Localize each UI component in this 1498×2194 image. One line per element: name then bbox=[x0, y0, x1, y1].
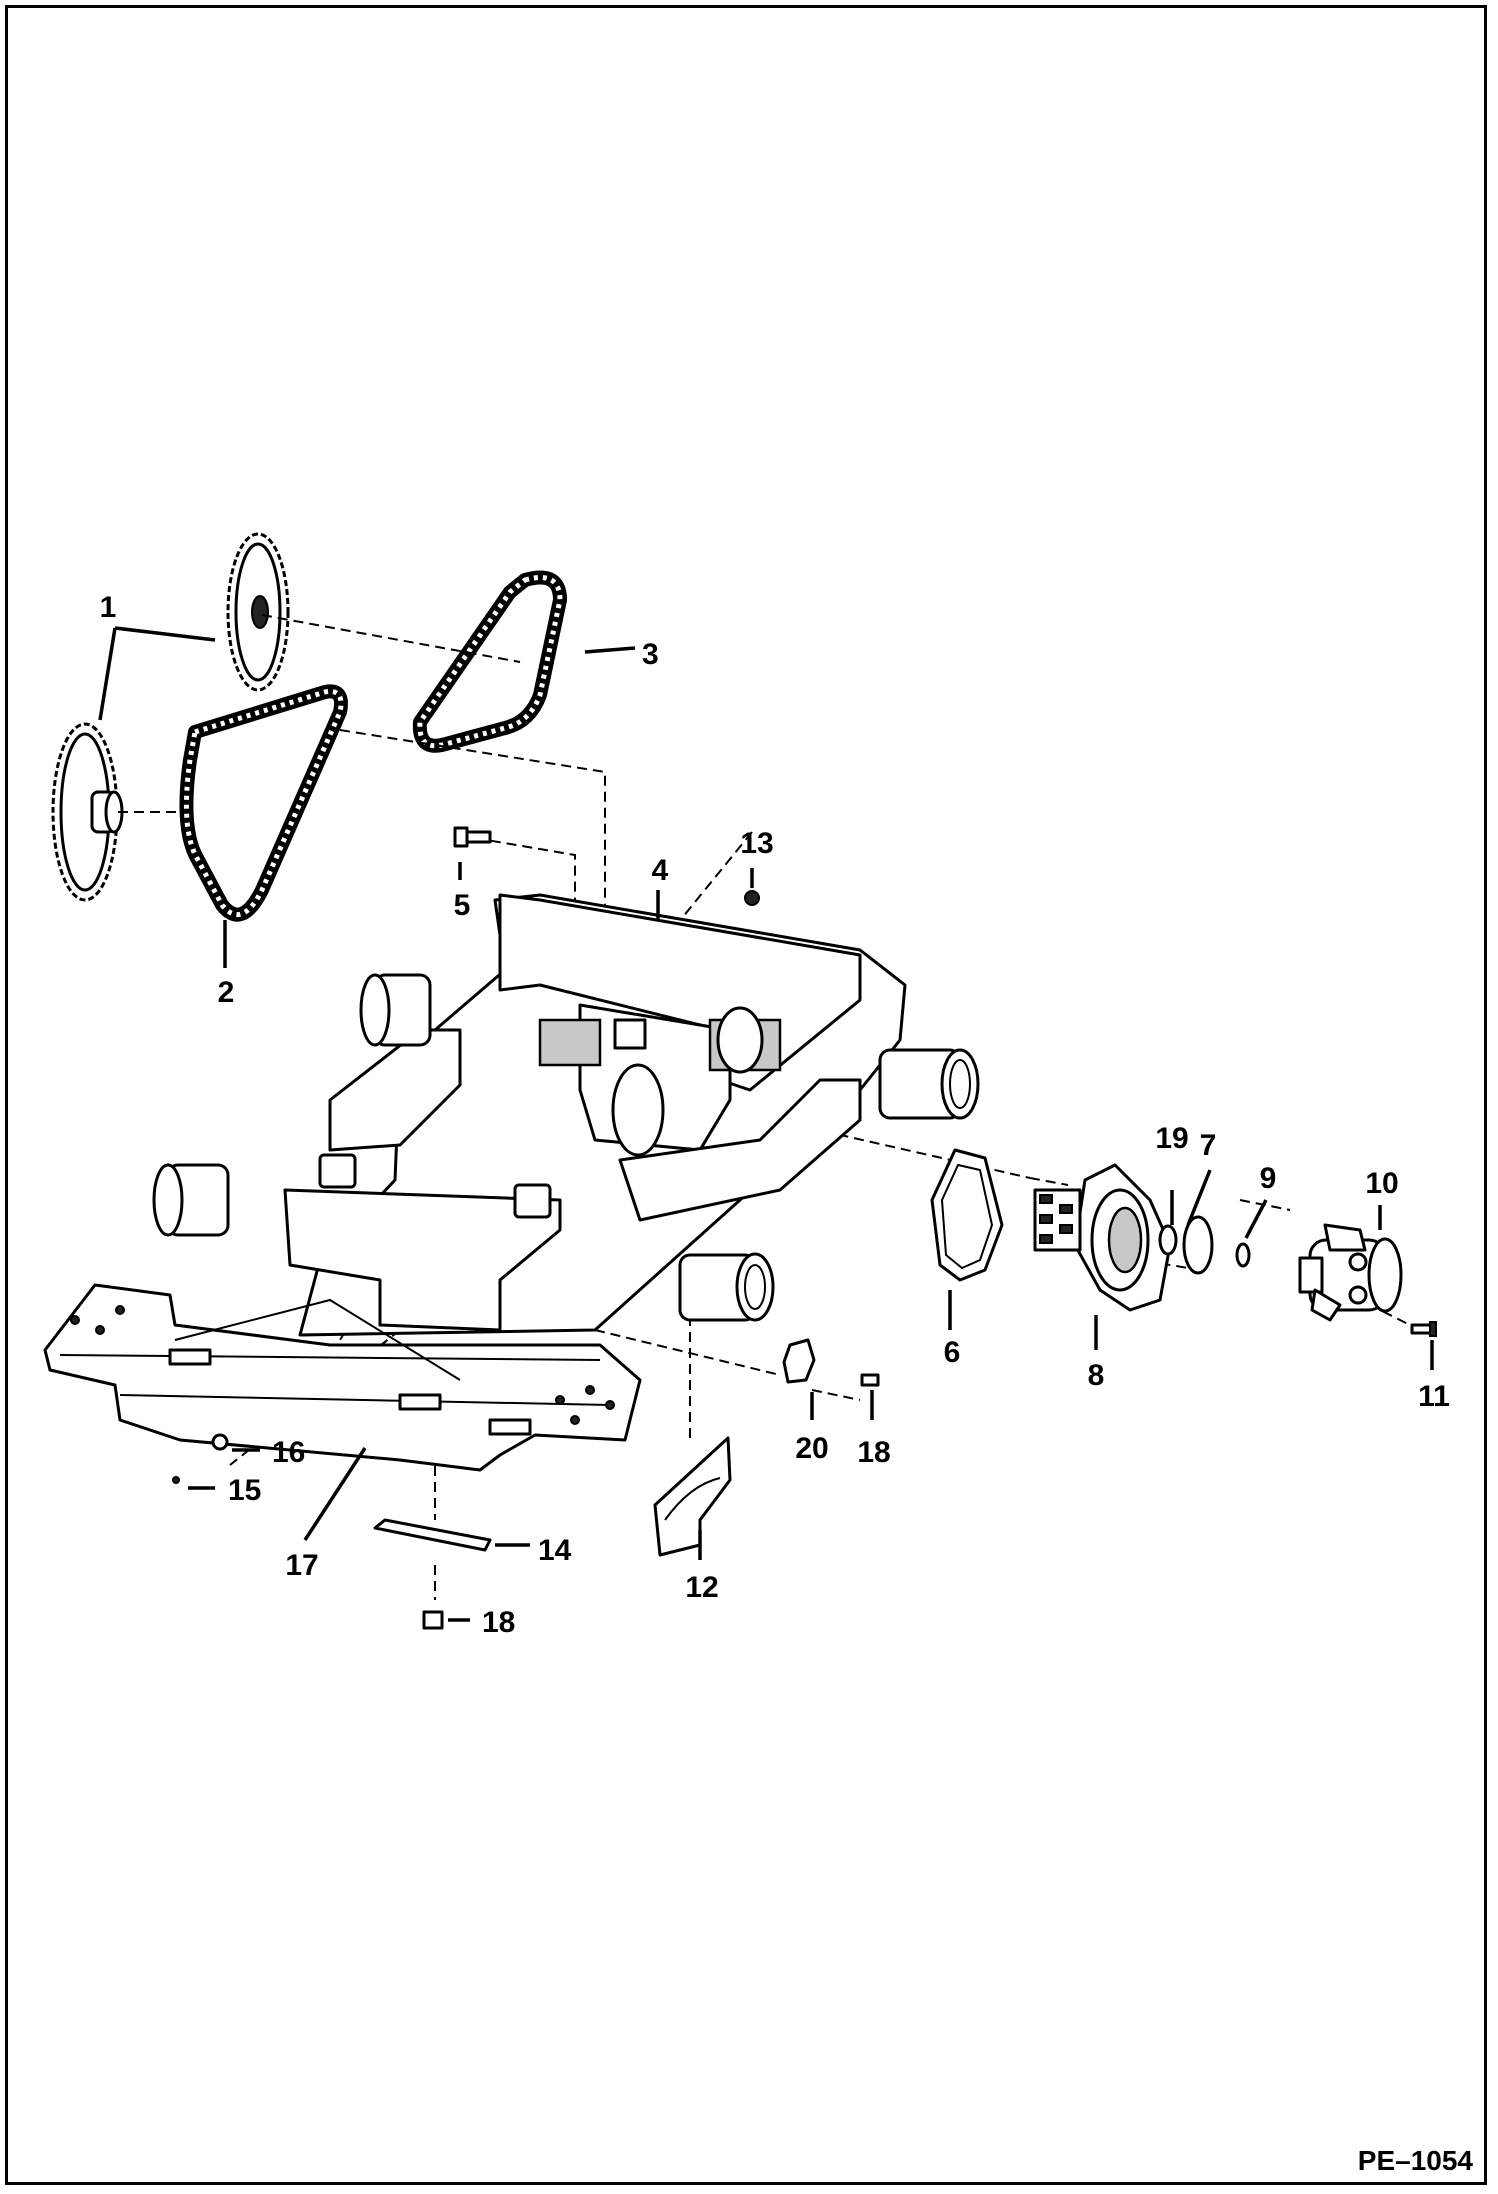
callout-13: 13 bbox=[740, 827, 773, 860]
callout-4: 4 bbox=[652, 854, 669, 887]
callout-9: 9 bbox=[1260, 1162, 1277, 1195]
callout-12: 12 bbox=[685, 1571, 718, 1604]
plate-14 bbox=[373, 1518, 492, 1552]
nut-13 bbox=[744, 890, 760, 906]
chain-upper bbox=[412, 570, 567, 753]
callout-3: 3 bbox=[642, 638, 659, 671]
callouts: 1 2 3 4 5 6 7 8 9 10 11 12 13 14 15 16 1… bbox=[100, 591, 1450, 1639]
callout-15: 15 bbox=[228, 1474, 261, 1507]
axle-tubes bbox=[152, 973, 980, 1322]
callout-18-right: 18 bbox=[857, 1436, 890, 1469]
callout-1: 1 bbox=[100, 591, 117, 624]
hydraulic-motor bbox=[1298, 1223, 1403, 1322]
cover-plate-20 bbox=[782, 1338, 816, 1384]
callout-17: 17 bbox=[285, 1549, 318, 1582]
callout-18-bottom: 18 bbox=[482, 1606, 515, 1639]
chain-lower bbox=[179, 684, 348, 922]
bolt-11 bbox=[1410, 1321, 1437, 1337]
bolt-18-right bbox=[860, 1373, 880, 1387]
callout-19: 19 bbox=[1155, 1122, 1188, 1155]
sprocket-upper bbox=[226, 532, 290, 692]
frame-hubs bbox=[318, 1006, 782, 1219]
figure-reference-code: PE–1054 bbox=[1358, 2145, 1474, 2176]
washer-16 bbox=[211, 1433, 229, 1451]
ring-9 bbox=[1235, 1242, 1251, 1268]
seal-7 bbox=[1182, 1215, 1214, 1275]
callout-8: 8 bbox=[1088, 1359, 1105, 1392]
drive-motor-hub bbox=[1033, 1163, 1172, 1312]
screw-15 bbox=[172, 1476, 180, 1484]
callout-6: 6 bbox=[944, 1336, 961, 1369]
bolt-18-bottom bbox=[422, 1610, 444, 1630]
callout-11: 11 bbox=[1418, 1380, 1450, 1413]
callout-2: 2 bbox=[218, 976, 235, 1009]
leader-lines bbox=[98, 626, 1434, 1622]
callout-7: 7 bbox=[1200, 1129, 1217, 1162]
sprocket-lower bbox=[51, 722, 124, 902]
callout-14: 14 bbox=[538, 1534, 572, 1567]
bolt-5 bbox=[453, 826, 492, 848]
o-ring-19 bbox=[1158, 1224, 1178, 1256]
guard-12 bbox=[653, 1436, 732, 1557]
callout-20: 20 bbox=[795, 1432, 828, 1465]
callout-16: 16 bbox=[272, 1436, 305, 1469]
gasket bbox=[930, 1148, 1004, 1282]
callout-5: 5 bbox=[454, 889, 471, 922]
callout-10: 10 bbox=[1365, 1167, 1398, 1200]
